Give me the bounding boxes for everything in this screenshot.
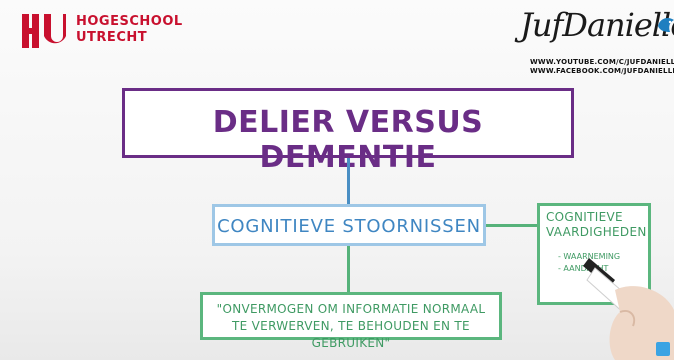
definition-box: "ONVERMOGEN OM INFORMATIE NORMAAL TE VER… bbox=[200, 292, 502, 350]
facebook-url: WWW.FACEBOOK.COM/JUFDANIELLE bbox=[530, 67, 674, 75]
skills-box: COGNITIEVE VAARDIGHEDEN - WAARNEMING - A… bbox=[537, 203, 651, 305]
hogeschool-name: HOGESCHOOL UTRECHT bbox=[76, 14, 183, 46]
skills-title: COGNITIEVE VAARDIGHEDEN bbox=[546, 210, 647, 239]
youtube-url: WWW.YOUTUBE.COM/C/JUFDANIELLE bbox=[530, 58, 674, 66]
hand-with-marker-icon bbox=[583, 258, 674, 360]
hogeschool-line1: HOGESCHOOL bbox=[76, 14, 183, 29]
hu-logo-icon bbox=[22, 14, 66, 48]
title-box: DELIER VERSUS DEMENTIE bbox=[122, 88, 574, 175]
corner-app-icon bbox=[656, 342, 670, 356]
connector-main-definition bbox=[347, 246, 350, 292]
connector-main-skills bbox=[486, 224, 540, 227]
bird-icon bbox=[658, 18, 674, 32]
skills-item: - WAARNEMING bbox=[558, 252, 621, 261]
skills-item: - AANDACHT bbox=[558, 264, 609, 273]
main-node-box: COGNITIEVE STOORNISSEN bbox=[212, 204, 486, 246]
definition-text: "ONVERMOGEN OM INFORMATIE NORMAAL TE VER… bbox=[216, 302, 486, 350]
main-node-label: COGNITIEVE STOORNISSEN bbox=[217, 216, 481, 237]
jufdanielle-name: JufDanielle bbox=[520, 6, 674, 44]
hogeschool-line2: UTRECHT bbox=[76, 30, 148, 45]
jufdanielle-logo: JufDanielle WWW.YOUTUBE.COM/C/JUFDANIELL… bbox=[512, 6, 674, 78]
connector-title-main bbox=[347, 158, 350, 204]
